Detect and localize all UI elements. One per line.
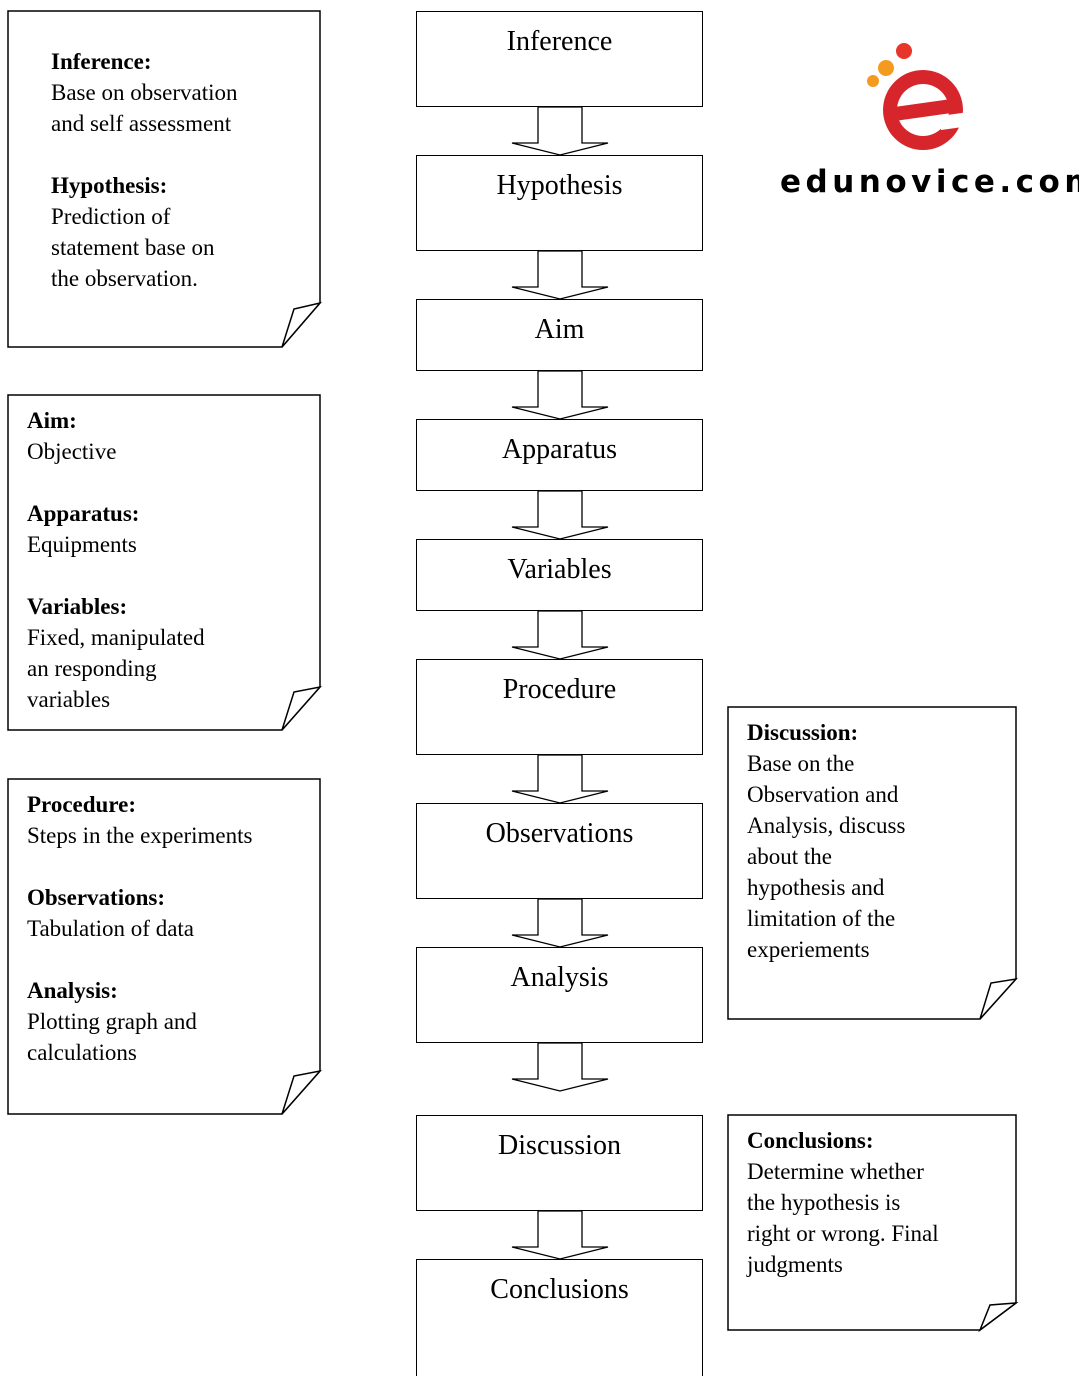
conclusions-text: judgments — [747, 1252, 843, 1277]
step-hypothesis: Hypothesis — [416, 155, 703, 251]
hypothesis-heading: Hypothesis: — [51, 173, 168, 198]
apparatus-text: Equipments — [27, 532, 137, 557]
down-arrow-icon — [511, 250, 609, 300]
apparatus-heading: Apparatus: — [27, 501, 140, 526]
note-discussion: Discussion: Base on the Observation and … — [727, 706, 1018, 1020]
analysis-text: calculations — [27, 1040, 137, 1065]
step-aim: Aim — [416, 299, 703, 371]
step-discussion: Discussion — [416, 1115, 703, 1211]
folded-note-shape — [727, 706, 1018, 1020]
discussion-text: hypothesis and — [747, 875, 885, 900]
logo-mark-icon — [867, 43, 971, 150]
inference-text: and self assessment — [51, 111, 232, 136]
step-procedure: Procedure — [416, 659, 703, 755]
note-aim-apparatus-variables: Aim: Objective Apparatus: Equipments Var… — [7, 394, 323, 731]
procedure-text: Steps in the experiments — [27, 823, 253, 848]
discussion-text: Observation and — [747, 782, 899, 807]
note-inference-hypothesis: Inference: Base on observation and self … — [7, 10, 323, 348]
down-arrow-icon — [511, 1042, 609, 1092]
conclusions-text: right or wrong. Final — [747, 1221, 939, 1246]
step-apparatus: Apparatus — [416, 419, 703, 491]
variables-text: variables — [27, 687, 111, 712]
observations-text: Tabulation of data — [27, 916, 194, 941]
hypothesis-text: statement base on — [51, 235, 215, 260]
down-arrow-icon — [511, 490, 609, 540]
variables-text: Fixed, manipulated — [27, 625, 205, 650]
step-observations: Observations — [416, 803, 703, 899]
step-inference: Inference — [416, 11, 703, 107]
analysis-text: Plotting graph and — [27, 1009, 197, 1034]
down-arrow-icon — [511, 1210, 609, 1260]
edunovice-logo: edunovice.com — [780, 40, 1079, 200]
note-conclusions: Conclusions: Determine whether the hypot… — [727, 1114, 1019, 1333]
folded-note-shape — [7, 778, 323, 1115]
discussion-heading: Discussion: — [747, 720, 859, 745]
hypothesis-text: Prediction of — [51, 204, 171, 229]
discussion-text: Base on the — [747, 751, 855, 776]
conclusions-text: the hypothesis is — [747, 1190, 901, 1215]
step-conclusions: Conclusions — [416, 1259, 703, 1376]
procedure-heading: Procedure: — [27, 792, 137, 817]
variables-heading: Variables: — [27, 594, 128, 619]
conclusions-heading: Conclusions: — [747, 1128, 874, 1153]
discussion-text: about the — [747, 844, 832, 869]
discussion-text: limitation of the — [747, 906, 896, 931]
down-arrow-icon — [511, 106, 609, 156]
aim-heading: Aim: — [27, 408, 77, 433]
down-arrow-icon — [511, 610, 609, 660]
folded-note-shape — [727, 1114, 1019, 1333]
aim-text: Objective — [27, 439, 117, 464]
step-variables: Variables — [416, 539, 703, 611]
hypothesis-text: the observation. — [51, 266, 198, 291]
discussion-text: experiements — [747, 937, 870, 962]
step-analysis: Analysis — [416, 947, 703, 1043]
logo-text: edunovice.com — [780, 164, 1079, 200]
note-procedure-observations-analysis: Procedure: Steps in the experiments Obse… — [7, 778, 323, 1115]
discussion-text: Analysis, discuss — [747, 813, 906, 838]
observations-heading: Observations: — [27, 885, 165, 910]
down-arrow-icon — [511, 898, 609, 948]
conclusions-text: Determine whether — [747, 1159, 924, 1184]
down-arrow-icon — [511, 370, 609, 420]
down-arrow-icon — [511, 754, 609, 804]
variables-text: an responding — [27, 656, 157, 681]
folded-note-shape — [7, 394, 323, 731]
inference-heading: Inference: — [51, 49, 152, 74]
inference-text: Base on observation — [51, 80, 238, 105]
analysis-heading: Analysis: — [27, 978, 118, 1003]
folded-note-shape — [7, 10, 323, 348]
